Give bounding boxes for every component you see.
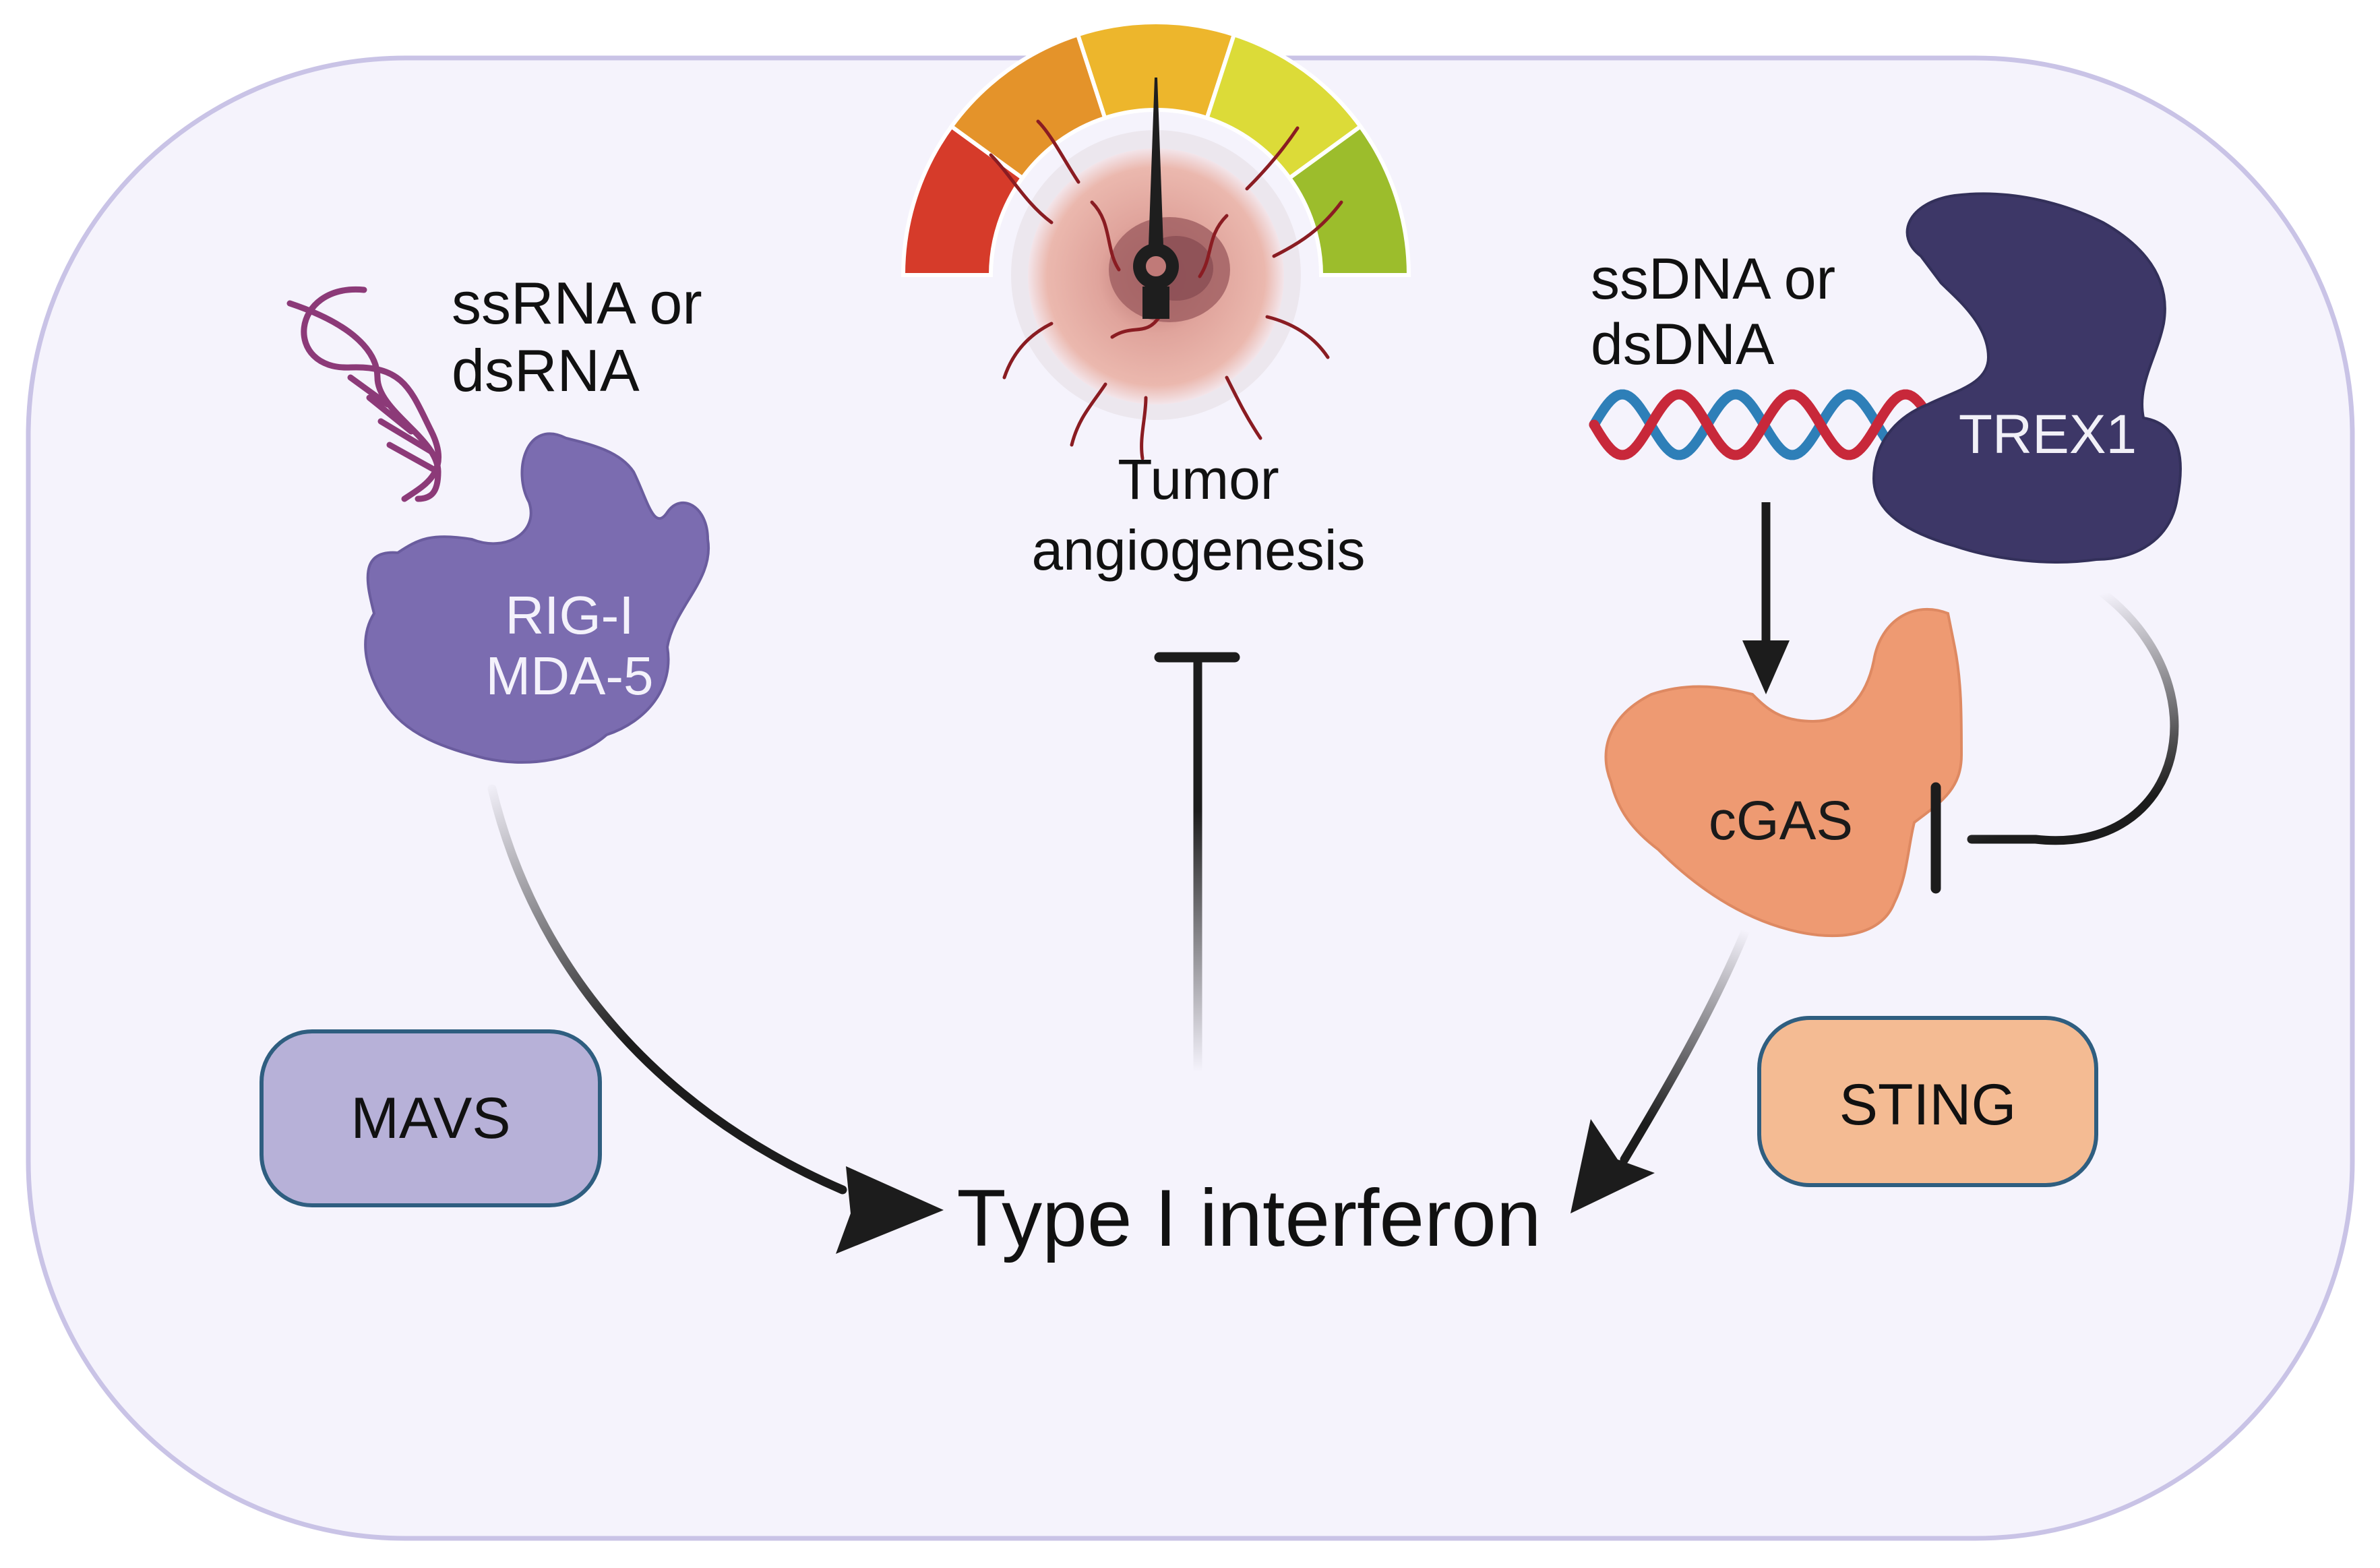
cgas-protein-icon [1604, 607, 1963, 938]
tumor-label: Tumor [1118, 448, 1279, 511]
mavs-box [260, 1029, 602, 1207]
sting-box [1757, 1016, 2098, 1187]
mda5-label: MDA-5 [486, 646, 654, 706]
gauge-segment-5 [1287, 123, 1411, 277]
left-arrowhead-icon [836, 1166, 944, 1254]
trex1-protein-icon [1872, 192, 2182, 564]
dna-arrowhead-icon [1742, 640, 1790, 694]
right-arrowhead-icon [1570, 1119, 1655, 1213]
type-i-interferon-label: Type I interferon [956, 1173, 1541, 1263]
rna-helix-icon [286, 287, 442, 502]
dna-label-line1: ssDNA or [1591, 247, 1835, 311]
rna-label-line2: dsRNA [452, 337, 640, 404]
trex1-label: TREX1 [1959, 404, 2137, 465]
cgas-label: cGAS [1709, 790, 1853, 851]
rig-i-label: RIG-I [505, 585, 634, 645]
dna-helix-icon [1589, 389, 1939, 460]
rig-i-protein-icon [364, 432, 710, 764]
sting-label: STING [1839, 1073, 2017, 1137]
cgas-to-interferon-arrow [1620, 926, 1750, 1164]
trex1-inhibits-cgas-line [1967, 589, 2179, 845]
gauge-needle-icon [1147, 78, 1165, 283]
dna-label-line2: dsDNA [1591, 312, 1775, 377]
angiogenesis-label: angiogenesis [1031, 518, 1365, 582]
rna-label-line1: ssRNA or [452, 270, 702, 336]
angiogenesis-gauge-icon [901, 20, 1411, 460]
rig-to-interferon-arrow [487, 784, 847, 1195]
mavs-label: MAVS [350, 1086, 510, 1151]
